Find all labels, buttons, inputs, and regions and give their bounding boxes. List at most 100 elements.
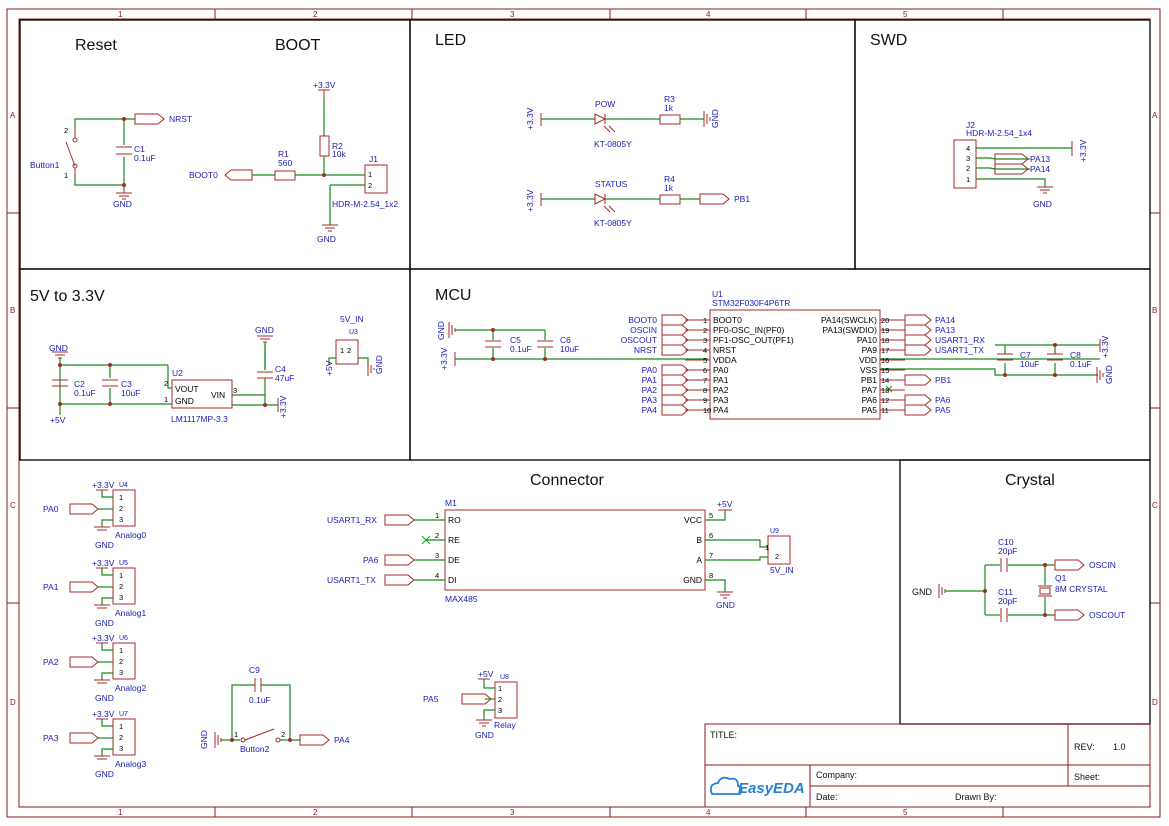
u2-vout: VOUT bbox=[175, 384, 199, 394]
analog-ref-label: U7 bbox=[119, 711, 128, 718]
power-gnd-label: GND bbox=[49, 343, 68, 353]
net-nrst: NRST bbox=[169, 114, 192, 124]
mcu-right-net-flag bbox=[904, 404, 932, 416]
section-title-crystal: Crystal bbox=[1005, 472, 1055, 489]
q1-label: Q1 bbox=[1055, 573, 1067, 583]
c6-label: C6 bbox=[560, 335, 571, 345]
led-circuit bbox=[540, 111, 730, 213]
mcu-left-net-flag bbox=[661, 394, 689, 406]
analog-gnd-wire bbox=[101, 519, 113, 527]
analog-name-label: Analog1 bbox=[115, 608, 146, 618]
boot-gnd-label: GND bbox=[317, 234, 336, 244]
c4-label: C4 bbox=[275, 364, 286, 374]
ruler-col-2b: 2 bbox=[313, 808, 318, 817]
mcu-right-pin-number: 13 bbox=[881, 386, 889, 395]
c5-label: C5 bbox=[510, 335, 521, 345]
u2-gnd: GND bbox=[175, 396, 194, 406]
ruler-col-3: 3 bbox=[510, 10, 515, 19]
reset-circuit bbox=[65, 113, 165, 200]
ruler-row-a: A bbox=[10, 111, 16, 120]
net-pa14-swd: PA14 bbox=[1030, 164, 1050, 174]
analog-gnd-label: GND bbox=[95, 769, 114, 779]
mcu-left-pin-number: 6 bbox=[703, 366, 707, 375]
analog-vcc-wire bbox=[101, 490, 113, 498]
r4-label: R4 bbox=[664, 174, 675, 184]
net-boot0: BOOT0 bbox=[189, 170, 218, 180]
mcu-left-net-label: OSCIN bbox=[630, 325, 657, 335]
button2-pin2: 2 bbox=[281, 730, 285, 739]
ruler-col-2: 2 bbox=[313, 10, 318, 19]
mcu-left-pin-name: PA4 bbox=[713, 405, 729, 415]
mcu-left-pin-number: 3 bbox=[703, 336, 707, 345]
c6-value: 10uF bbox=[560, 344, 579, 354]
analog-net-label: PA0 bbox=[43, 504, 59, 514]
button1-label: Button1 bbox=[30, 160, 60, 170]
mcu-right-pin-name: PA9 bbox=[862, 345, 878, 355]
swd-gnd-label: GND bbox=[1033, 199, 1052, 209]
section-title-led: LED bbox=[435, 32, 466, 49]
analog-pin-number: 3 bbox=[119, 744, 123, 753]
j2-pin4: 4 bbox=[966, 144, 970, 153]
power-gnd2-label: GND bbox=[255, 325, 274, 335]
mcu-left-net-flag bbox=[661, 334, 689, 346]
mcu-right-pin-number: 17 bbox=[881, 346, 889, 355]
analog-pin-number: 3 bbox=[119, 515, 123, 524]
net-usart1-tx-conn: USART1_TX bbox=[327, 575, 376, 585]
ruler-row-b: B bbox=[10, 306, 15, 315]
c11-value: 20pF bbox=[998, 596, 1017, 606]
button1-pin1: 1 bbox=[64, 171, 68, 180]
c11-label: C11 bbox=[998, 587, 1013, 597]
mcu-right-pin-name: PA13(SWDIO) bbox=[822, 325, 877, 335]
u2-vin: VIN bbox=[211, 390, 225, 400]
mcu-left-net-label: PA2 bbox=[642, 385, 658, 395]
analog-net-label: PA3 bbox=[43, 733, 59, 743]
mcu-right-net-label: PA5 bbox=[935, 405, 951, 415]
mcu-left-pins: BOOT01BOOT0PF0-OSC_IN(PF0)2OSCINPF1-OSC_… bbox=[621, 314, 794, 416]
ruler-row-d-r: D bbox=[1152, 698, 1158, 707]
ruler-col-1b: 1 bbox=[118, 808, 123, 817]
analog-gnd-wire bbox=[101, 672, 113, 680]
mcu-left-pin-name: PA2 bbox=[713, 385, 729, 395]
title-block bbox=[704, 723, 1151, 808]
analog-ref-label: U4 bbox=[119, 482, 128, 489]
max485-right-pin-number: 5 bbox=[709, 511, 713, 520]
u2-label: U2 bbox=[172, 368, 183, 378]
mcu-left-pin-number: 7 bbox=[703, 376, 707, 385]
m1-label: M1 bbox=[445, 498, 457, 508]
section-title-power: 5V to 3.3V bbox=[30, 288, 105, 305]
mcu-left-net-label: BOOT0 bbox=[628, 315, 657, 325]
c3-value: 10uF bbox=[121, 388, 140, 398]
mcu-right-pin-name: PA7 bbox=[862, 385, 878, 395]
analog-gnd-wire bbox=[101, 748, 113, 756]
mcu-left-pin-name: BOOT0 bbox=[713, 315, 742, 325]
max485-circuit bbox=[384, 509, 791, 599]
conn-5vin-label: 5V_IN bbox=[770, 565, 794, 575]
u1-value: STM32F030F4P6TR bbox=[712, 298, 790, 308]
conn-gnd-label: GND bbox=[716, 600, 735, 610]
section-boxes bbox=[19, 19, 1151, 725]
reset-gnd-label: GND bbox=[113, 199, 132, 209]
max485-left-pin-name: RE bbox=[448, 535, 460, 545]
crystal-gnd-label: GND bbox=[912, 587, 933, 597]
tb-title: TITLE: bbox=[710, 730, 737, 740]
mcu-left-pin-name: PA3 bbox=[713, 395, 729, 405]
analog-net-flag bbox=[69, 656, 99, 668]
j2-pin2: 2 bbox=[966, 164, 970, 173]
j1-pin2: 2 bbox=[368, 181, 372, 190]
c2-value: 0.1uF bbox=[74, 388, 96, 398]
mcu-right-net-flag bbox=[904, 374, 932, 386]
analog-pin-number: 3 bbox=[119, 668, 123, 677]
mcu-gnd-label-r: GND bbox=[1104, 365, 1114, 384]
mcu-right-pin-number: 16 bbox=[881, 356, 889, 365]
c8-value: 0.1uF bbox=[1070, 359, 1092, 369]
j2-pin3: 3 bbox=[966, 154, 970, 163]
c10-label: C10 bbox=[998, 537, 1014, 547]
r2-value: 10k bbox=[332, 149, 346, 159]
mcu-right-pin-number: 11 bbox=[881, 406, 889, 415]
net-oscout-crystal: OSCOUT bbox=[1089, 610, 1125, 620]
c3-label: C3 bbox=[121, 379, 132, 389]
net-oscin-crystal: OSCIN bbox=[1089, 560, 1116, 570]
